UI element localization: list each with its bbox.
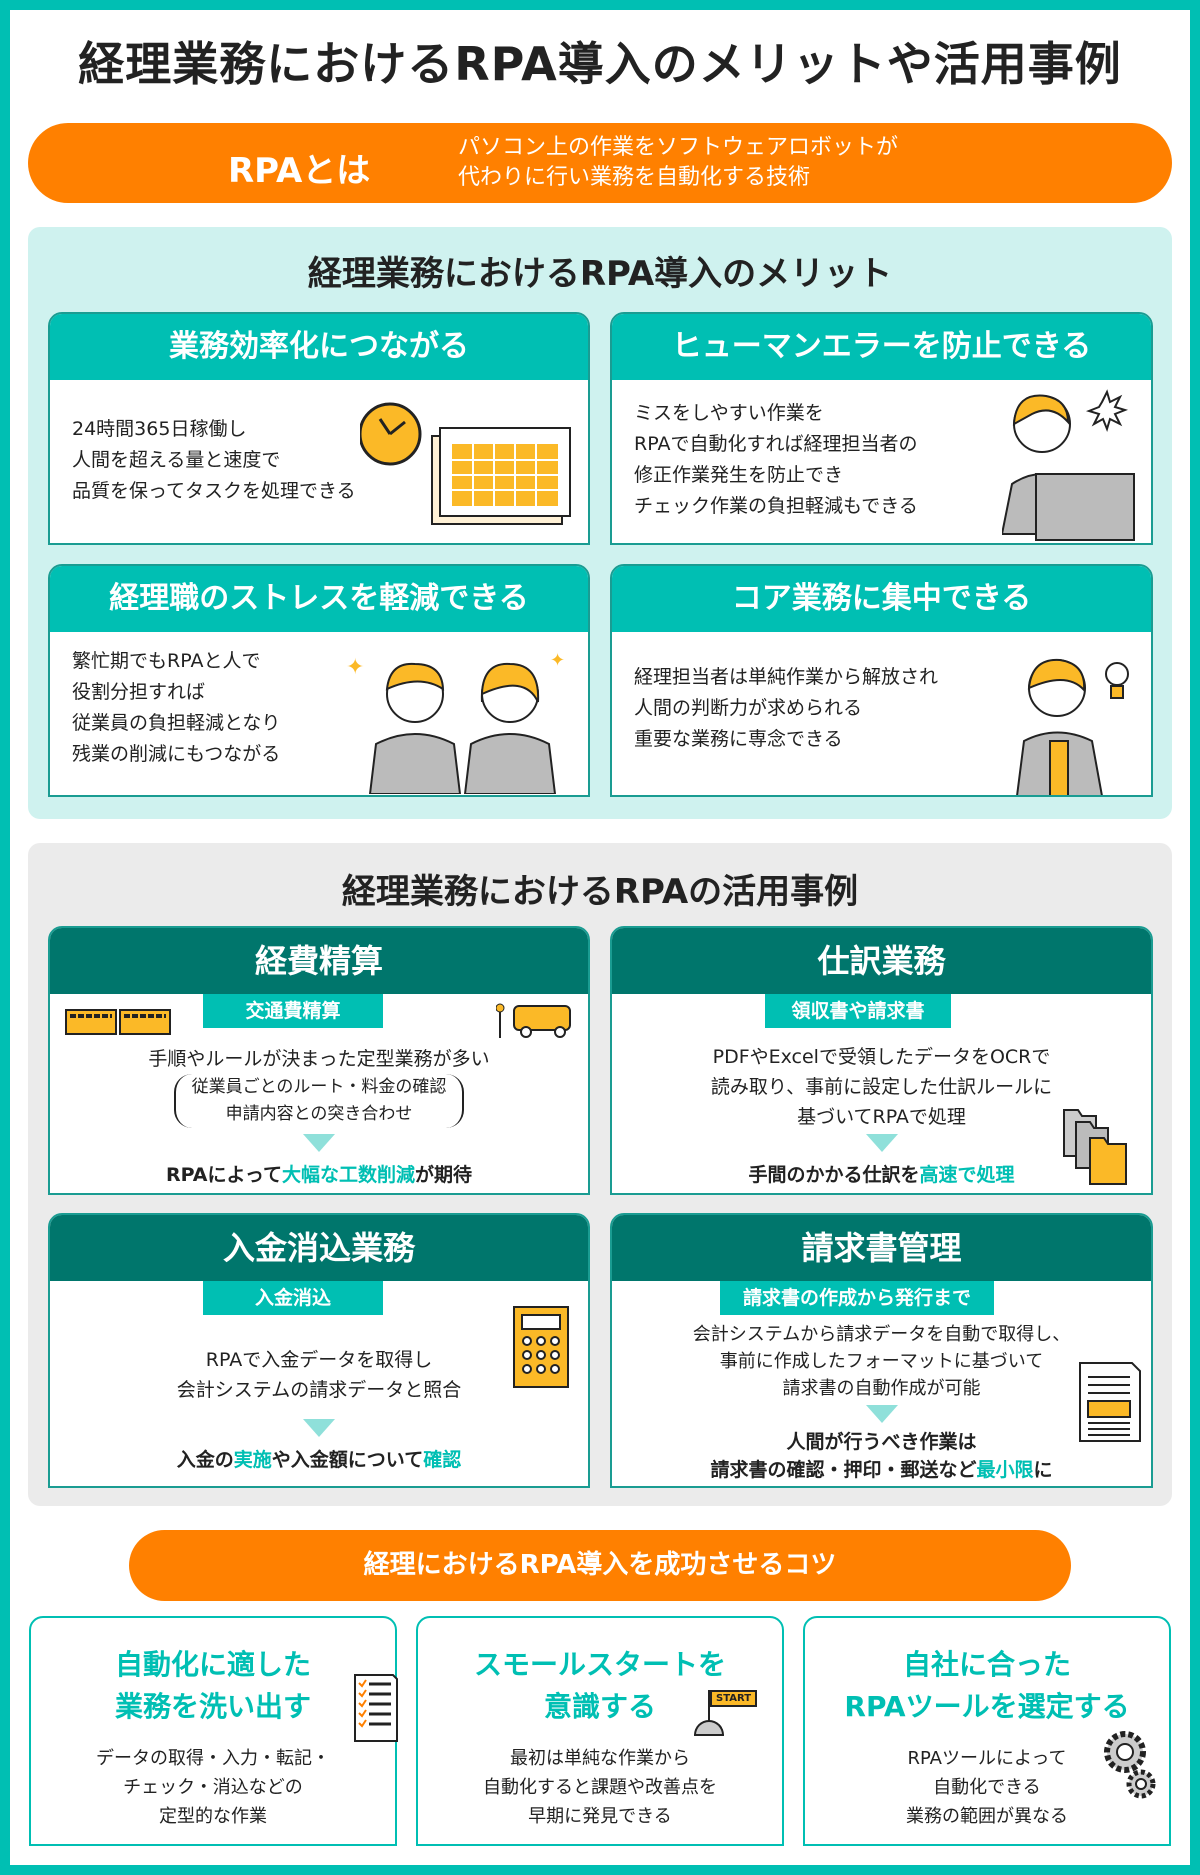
case-card-journal: 仕訳業務 領収書や請求書 PDFやExcelで受領したデータをOCRで読み取り、… <box>610 926 1153 1195</box>
case-subnote: 従業員ごとのルート・料金の確認申請内容との突き合わせ <box>50 1074 588 1128</box>
tip-card-identify-tasks: 自動化に適した業務を洗い出す データの取得・入力・転記・チェック・消込などの定型… <box>29 1616 398 1846</box>
idea-worker-icon <box>1016 658 1129 795</box>
bus-icon <box>496 1003 571 1038</box>
down-arrow-icon <box>303 1134 335 1152</box>
merits-title: 経理業務におけるRPA導入のメリット <box>307 254 893 294</box>
case-result: 請求書の確認・押印・郵送など最小限に <box>710 1459 1053 1481</box>
case-tag: 入金消込 <box>203 1281 383 1315</box>
calculator-icon <box>513 1306 569 1388</box>
checklist-icon <box>354 1674 398 1742</box>
case-tag: 請求書の作成から発行まで <box>720 1281 994 1315</box>
case-tag: 領収書や請求書 <box>765 994 951 1028</box>
tips-banner: 経理におけるRPA導入を成功させるコツ <box>129 1530 1071 1601</box>
case-card-expense: 経費精算 交通費精算 手順やルールが決まった定型業務が多い 従業員ごとのルート・… <box>48 926 590 1195</box>
down-arrow-icon <box>865 1405 898 1423</box>
case-card-payment-matching: 入金消込業務 入金消込 RPAで入金データを取得し会計システムの請求データと照合… <box>48 1213 590 1488</box>
folders-icon <box>1063 1109 1127 1185</box>
case-result: 入金の実施や入金額について確認 <box>176 1449 462 1471</box>
svg-text:✦: ✦ <box>550 650 565 671</box>
worried-worker-icon <box>1002 389 1135 541</box>
tip-card-small-start: スモールスタートを意識する START 最初は単純な作業から自動化すると課題や改… <box>416 1616 784 1846</box>
cases-title: 経理業務におけるRPAの活用事例 <box>341 872 859 912</box>
merit-card-stress-reduction: 経理職のストレスを軽減できる 繁忙期でもRPAと人で役割分担すれば従業員の負担軽… <box>48 564 590 797</box>
rpa-description: パソコン上の作業をソフトウェアロボットが 代わりに行い業務を自動化する技術 <box>458 135 899 190</box>
down-arrow-icon <box>303 1419 335 1437</box>
document-icon <box>1079 1362 1141 1442</box>
merit-card-core-focus: コア業務に集中できる 経理担当者は単純作業から解放され人間の判断力が求められる重… <box>610 564 1153 797</box>
train-icon <box>65 1009 171 1035</box>
page-title: 経理業務におけるRPA導入のメリットや活用事例 <box>78 37 1122 91</box>
case-tag: 交通費精算 <box>203 994 383 1028</box>
case-card-invoice-management: 請求書管理 請求書の作成から発行まで 会計システムから請求データを自動で取得し、… <box>610 1213 1153 1488</box>
svg-text:✦: ✦ <box>346 655 364 680</box>
clock-calendar-icon <box>360 402 571 525</box>
rpa-definition-banner: RPAとは パソコン上の作業をソフトウェアロボットが 代わりに行い業務を自動化す… <box>28 123 1172 203</box>
case-result: 手間のかかる仕訳を高速で処理 <box>748 1164 1015 1186</box>
gears-icon <box>1104 1731 1156 1799</box>
happy-workers-icon: ✦✦ <box>346 650 565 794</box>
down-arrow-icon <box>865 1134 898 1152</box>
rpa-term: RPAとは <box>228 151 371 191</box>
merit-card-efficiency: 業務効率化につながる 24時間365日稼働し人間を超える量と速度で品質を保ってタ… <box>48 312 590 545</box>
case-result: RPAによって大幅な工数削減が期待 <box>165 1164 473 1186</box>
